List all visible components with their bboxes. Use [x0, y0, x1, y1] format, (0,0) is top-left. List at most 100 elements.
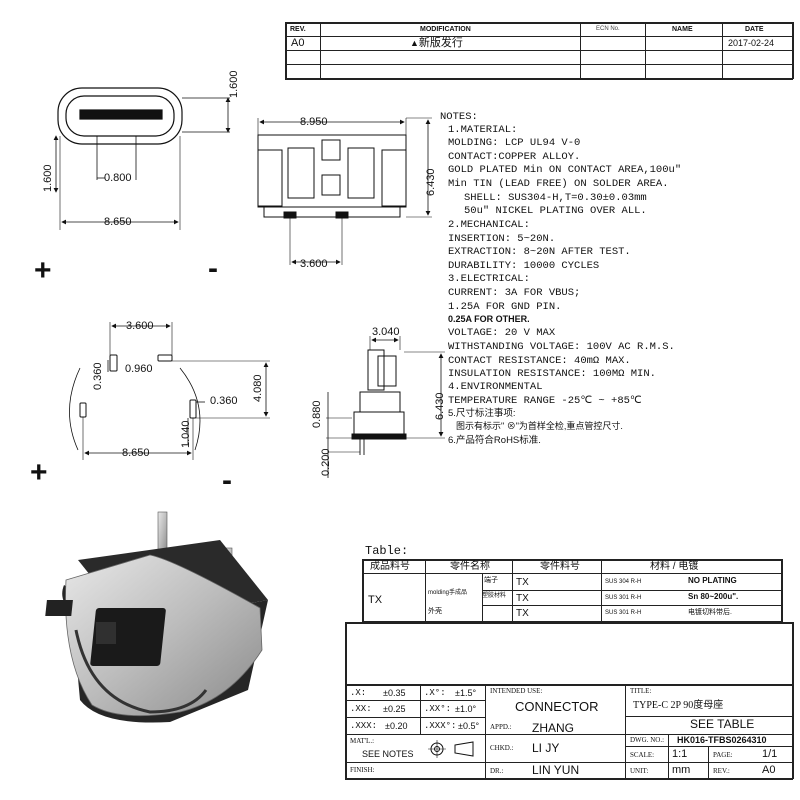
note-line: 1.25A FOR GND PIN.: [448, 301, 562, 313]
note-line: 2.MECHANICAL:: [448, 219, 530, 231]
dim-front-width: 8.650: [104, 216, 132, 228]
dim-side-height: 6.430: [434, 392, 446, 420]
dim-side-width: 3.040: [372, 326, 400, 338]
col-header-part-no: 零件料号: [540, 561, 580, 572]
connector-photo: [45, 511, 269, 723]
tol-xx-deg: .XX°:: [424, 704, 452, 714]
note-line: INSERTION: 5~20N.: [448, 233, 556, 245]
tol-xx: .XX:: [350, 704, 372, 714]
dim-pcb-hole-length: 1.040: [180, 420, 192, 448]
part-no-row2: TX: [516, 593, 529, 604]
plus-polarity-bottom: +: [30, 456, 48, 489]
dim-pcb-pad-length: 0.960: [125, 363, 153, 375]
note-line: SHELL: SUS304-H,T=0.30±0.03mm: [464, 192, 647, 204]
tol-x-deg: .X°:: [424, 688, 446, 698]
dim-pcb-width: 8.650: [122, 447, 150, 459]
dim-side-base: 0.200: [320, 448, 332, 476]
rev-value: A0: [291, 37, 305, 49]
appd-value: ZHANG: [532, 721, 574, 735]
col-header-material: 材料 / 电镀: [650, 561, 699, 572]
intended-value: CONNECTOR: [515, 699, 599, 714]
note-line: VOLTAGE: 20 V MAX: [448, 327, 556, 339]
tol-xxx-deg: .XXX°:: [424, 721, 457, 731]
mat-value: SEE NOTES: [362, 749, 414, 759]
date-value: 2017-02-24: [728, 38, 775, 48]
note-line: CURRENT: 3A FOR VBUS;: [448, 287, 581, 299]
minus-polarity-top: -: [208, 252, 218, 285]
note-line: 图示有标示" ⊗"为首样全检,重点管控尺寸.: [456, 421, 623, 431]
side-view: [326, 336, 445, 478]
date-header: DATE: [745, 26, 764, 33]
part-name-terminal: 端子: [484, 577, 498, 584]
part-no-row1: TX: [516, 577, 529, 588]
rev-header: REV.: [290, 26, 306, 33]
dim-pcb-height: 4.080: [252, 374, 264, 402]
note-line: 1.MATERIAL:: [448, 124, 518, 136]
note-line: 3.ELECTRICAL:: [448, 273, 530, 285]
note-line: Min TIN (LEAD FREE) ON SOLDER AREA.: [448, 178, 669, 190]
dim-top-height: 6.430: [425, 168, 437, 196]
modification-header: MODIFICATION: [420, 26, 471, 33]
dim-pcb-pad-width: 0.360: [92, 362, 104, 390]
rev-value-title: A0: [762, 764, 776, 776]
material-row2: SUS 301 R-H: [605, 595, 642, 601]
note-line: 5.尺寸标注事项:: [448, 408, 516, 419]
material-row1: SUS 304 R-H: [605, 579, 642, 585]
front-view: [53, 87, 231, 230]
tol-xx-value: ±0.25: [383, 704, 406, 714]
dim-front-left-height: 1.600: [42, 164, 54, 192]
title-label: TITLE:: [630, 687, 652, 695]
notes-heading: NOTES:: [440, 111, 478, 123]
part-name-plastic: 塑胶材料: [482, 593, 507, 599]
page-value: 1/1: [762, 748, 778, 760]
see-table: SEE TABLE: [690, 717, 755, 731]
material-row3: SUS 301 R-H: [605, 610, 642, 616]
note-line: 6.产品符合RoHS标准.: [448, 435, 541, 446]
dim-front-height: 1.600: [228, 70, 240, 98]
dim-front-pin-gap: 0.800: [104, 172, 132, 184]
dr-value: LIN YUN: [532, 763, 580, 777]
note-line: MOLDING: LCP UL94 V-0: [448, 137, 581, 149]
note-line: 0.25A FOR OTHER.: [448, 314, 530, 324]
dim-pcb-hole-width: 0.360: [210, 395, 238, 407]
note-line: DURABILITY: 10000 CYCLES: [448, 260, 600, 272]
unit-label: UNIT:: [630, 767, 649, 775]
part-no-row3: TX: [516, 608, 529, 619]
note-line: CONTACT:COPPER ALLOY.: [448, 151, 581, 163]
chkd-label: CHKD.:: [490, 744, 514, 752]
note-line: TEMPERATURE RANGE -25℃ ~ +85℃: [448, 395, 642, 407]
minus-polarity-bottom: -: [222, 464, 232, 497]
dim-top-width: 8.950: [300, 116, 328, 128]
col-header-product: 成品料号: [370, 561, 410, 572]
dwg-label: DWG. NO.:: [630, 736, 665, 744]
product-code: TX: [368, 594, 383, 606]
note-line: CONTACT RESISTANCE: 40mΩ MAX.: [448, 355, 631, 367]
title-value: TYPE-C 2P 90度母座: [633, 700, 724, 711]
unit-value: mm: [672, 764, 691, 776]
dim-pcb-top-span: 3.600: [126, 320, 154, 332]
note-line: EXTRACTION: 8~20N AFTER TEST.: [448, 246, 631, 258]
dr-label: DR.:: [490, 767, 504, 775]
scale-label: SCALE:: [630, 751, 655, 759]
dim-top-pin-span: 3.600: [300, 258, 328, 270]
note-line: 4.ENVIRONMENTAL: [448, 381, 543, 393]
warning-triangle-icon: ▲: [410, 38, 419, 48]
note-line: INSULATION RESISTANCE: 100MΩ MIN.: [448, 368, 656, 380]
intended-label: INTENDED USE:: [490, 687, 543, 695]
name-header: NAME: [672, 26, 693, 33]
modification-value: ▲新版发行: [410, 37, 463, 49]
chkd-value: LI JY: [532, 741, 560, 755]
plus-polarity-top: +: [34, 254, 52, 287]
table-caption: Table:: [365, 544, 409, 558]
tol-x-value: ±0.35: [383, 688, 406, 698]
projection-symbol-icon: [428, 740, 474, 758]
pcb-layout: [69, 322, 270, 460]
ecn-header: ECN No.: [596, 26, 620, 32]
tol-xx-deg-value: ±1.0°: [455, 704, 477, 714]
rev-label: REV.:: [713, 767, 730, 775]
tol-x: .X:: [350, 688, 367, 698]
col-header-part-name: 零件名称: [450, 561, 490, 572]
scale-value: 1:1: [672, 748, 688, 760]
appd-label: APPD.:: [490, 723, 512, 731]
